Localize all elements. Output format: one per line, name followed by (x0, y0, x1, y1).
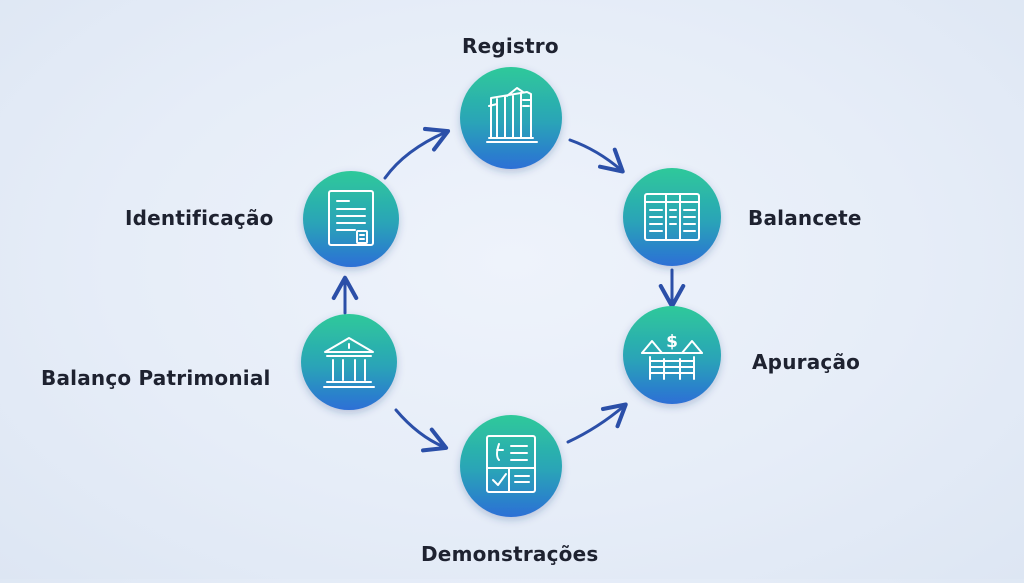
spreadsheet-icon (644, 193, 700, 241)
svg-text:$: $ (666, 332, 678, 352)
node-registro (460, 67, 562, 169)
flow-arrows (331, 126, 686, 453)
arrow-balanco-to-demonstracoes (394, 408, 449, 453)
ledger-book-icon (486, 87, 538, 143)
arrow-identificacao-to-registro (383, 126, 451, 180)
label-registro: Registro (462, 34, 559, 58)
node-identificacao (303, 171, 399, 267)
bank-building-icon (323, 337, 375, 388)
label-apuracao: Apuração (752, 350, 861, 374)
node-balancete (623, 168, 721, 266)
label-balanco-patrimonial: Balanço Patrimonial (41, 366, 271, 390)
report-checklist-icon (486, 435, 536, 493)
arrow-registro-to-balancete (568, 138, 625, 174)
label-balancete: Balancete (748, 206, 862, 230)
arrow-demonstracoes-to-apuracao (566, 402, 628, 444)
label-demonstracoes: Demonstrações (421, 542, 599, 566)
document-icon (328, 190, 374, 246)
node-apuracao: $ (623, 306, 721, 404)
node-balanco (301, 314, 397, 410)
node-demonstracoes (460, 415, 562, 517)
scale-dollar-icon: $ (641, 332, 703, 380)
label-identificacao: Identificação (125, 206, 274, 230)
